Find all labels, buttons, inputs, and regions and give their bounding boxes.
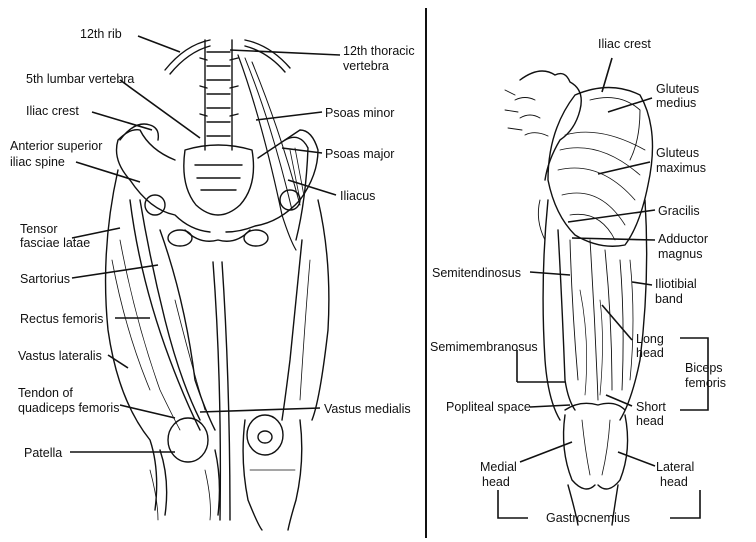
view-divider — [425, 8, 427, 538]
label-medial-head-line2: head — [482, 475, 510, 489]
leader-lines — [70, 35, 709, 519]
label-biceps-femoris-line2: femoris — [685, 376, 726, 390]
label-long-head-line1: Long — [636, 332, 664, 346]
label-12th-thoracic-vertebra-line2: vertebra — [343, 59, 389, 73]
label-vastus-medialis: Vastus medialis — [324, 402, 411, 416]
label-tensor-fasciae-latae-line2: fasciae latae — [20, 236, 91, 250]
label-long-head-line2: head — [636, 346, 664, 360]
label-12th-rib: 12th rib — [80, 27, 122, 41]
label-sartorius: Sartorius — [20, 272, 71, 286]
label-adductor-magnus-line2: magnus — [658, 247, 703, 261]
label-semimembranosus: Semimembranosus — [430, 340, 538, 354]
label-biceps-femoris-line1: Biceps — [685, 361, 723, 375]
label-asis-line2: iliac spine — [10, 155, 65, 169]
label-iliacus: Iliacus — [340, 189, 376, 203]
label-gluteus-medius-line1: Gluteus — [656, 82, 700, 96]
label-short-head-line1: Short — [636, 400, 666, 414]
label-12th-thoracic-vertebra-line1: 12th thoracic — [343, 44, 415, 58]
label-short-head-line2: head — [636, 414, 664, 428]
label-psoas-major: Psoas major — [325, 147, 395, 161]
label-iliotibial-band-line2: band — [655, 292, 683, 306]
label-popliteal-space: Popliteal space — [446, 400, 531, 414]
label-lateral-head-line1: Lateral — [656, 460, 695, 474]
label-gluteus-maximus-line2: maximus — [656, 161, 707, 175]
label-gluteus-medius-line2: medius — [656, 96, 697, 110]
label-tendon-quadriceps-line2: quadiceps femoris — [18, 401, 120, 415]
label-asis-line1: Anterior superior — [10, 139, 103, 153]
label-vastus-lateralis: Vastus lateralis — [18, 349, 102, 363]
label-medial-head-line1: Medial — [480, 460, 517, 474]
label-5th-lumbar-vertebra: 5th lumbar vertebra — [26, 72, 135, 86]
label-gluteus-maximus-line1: Gluteus — [656, 146, 700, 160]
label-tensor-fasciae-latae-line1: Tensor — [20, 222, 58, 236]
label-rectus-femoris: Rectus femoris — [20, 312, 104, 326]
label-gastrocnemius: Gastrocnemius — [546, 511, 631, 525]
anterior-view-drawing — [104, 39, 330, 531]
label-semitendinosus: Semitendinosus — [432, 266, 521, 280]
label-iliotibial-band-line1: Iliotibial — [655, 277, 697, 291]
label-adductor-magnus-line1: Adductor — [658, 232, 709, 246]
label-iliac-crest-posterior: Iliac crest — [598, 37, 651, 51]
label-iliac-crest-anterior: Iliac crest — [26, 104, 79, 118]
label-tendon-quadriceps-line1: Tendon of — [18, 386, 73, 400]
label-gracilis: Gracilis — [658, 204, 700, 218]
label-patella: Patella — [24, 446, 63, 460]
posterior-view-drawing — [504, 70, 654, 526]
label-psoas-minor: Psoas minor — [325, 106, 395, 120]
label-lateral-head-line2: head — [660, 475, 688, 489]
